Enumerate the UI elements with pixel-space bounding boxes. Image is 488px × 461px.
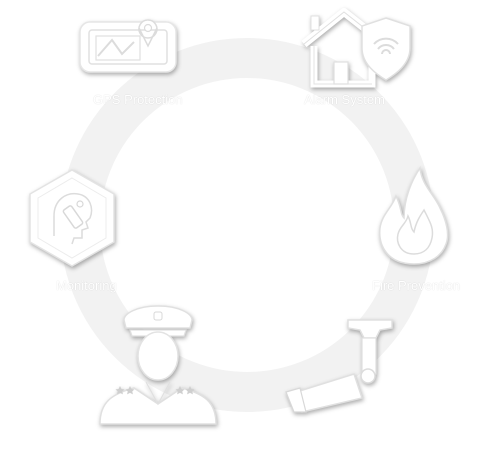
monitoring-icon: [24, 166, 120, 270]
label-fire-prevention: Fire Prevention: [372, 278, 461, 293]
label-gps-protection: GPS Protection: [93, 92, 183, 107]
security-guard-icon: [98, 304, 218, 426]
home-security-icon: [298, 6, 414, 90]
fire-icon: [374, 164, 454, 268]
label-alarm-system: Alarm System: [304, 92, 385, 107]
gps-map-icon: [76, 16, 182, 78]
label-monitoring: Monitoring: [56, 278, 117, 293]
cctv-camera-icon: [284, 316, 396, 416]
